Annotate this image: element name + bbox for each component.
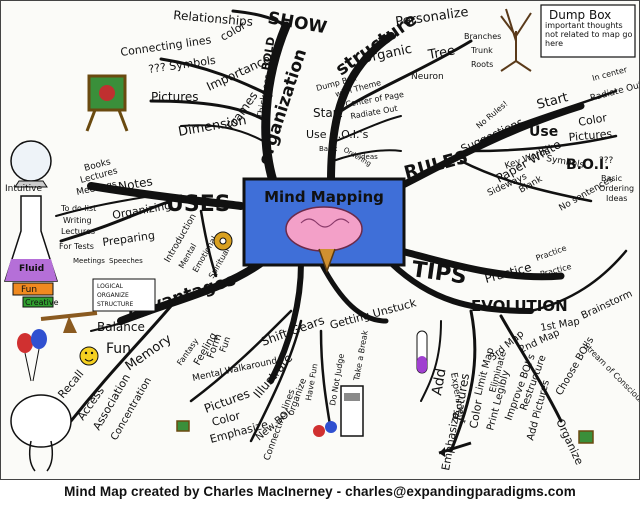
rules-item: Color [577, 111, 608, 129]
rules-item: In center [591, 65, 629, 83]
tips-item: Practice [483, 260, 533, 286]
flask-label: Fluid [19, 264, 44, 274]
show-item: Pictures [151, 90, 199, 104]
rules-item: ??? [599, 156, 614, 166]
test-tube-icon [416, 330, 428, 374]
tips-item: Emphasize [439, 410, 462, 471]
small-easel-icon [176, 420, 594, 444]
structure-item: Basic [319, 145, 338, 153]
branch-uses: USES [166, 192, 231, 217]
tips-item: Brainstorm [580, 288, 635, 321]
structure-item: Personalize [394, 5, 469, 30]
flask-icon [3, 195, 59, 308]
uses-item: Lectures [61, 227, 95, 236]
advantages-item: ORGANIZE [97, 292, 129, 299]
advantages-item: LOGICAL [97, 283, 124, 290]
structure-item: Roots [471, 60, 493, 69]
structure-item: Start [313, 106, 343, 120]
easel-icon [85, 74, 129, 132]
branch-evolution: EVOLUTION [471, 297, 568, 315]
branch-rules: RULES [402, 147, 470, 184]
flask-label: Fun [21, 285, 37, 295]
tips-item: 2nd Map [518, 327, 562, 355]
balloons-small-icon [313, 421, 337, 437]
structure-item: Branches [464, 32, 501, 41]
tips-item: Choose BOI's [554, 335, 596, 397]
mind-map-drawing: Mind Mapping SHOW organization structure… [3, 4, 640, 472]
uses-item: Introduction [163, 212, 199, 264]
show-items: Relationships Connecting lines ??? Symbo… [120, 8, 278, 140]
advantages-item: Balance [97, 320, 145, 334]
advantages-item: Recall [55, 367, 86, 401]
caption: Mind Map created by Charles MacInerney -… [64, 484, 576, 499]
uses-item: Preparing [102, 229, 156, 249]
central-image: Mind Mapping [242, 177, 406, 274]
branch-lines [55, 9, 628, 453]
brain-icon [285, 206, 363, 252]
elephant-icon [10, 394, 72, 472]
tips-item: Practice [535, 243, 568, 262]
tips-item: 1st Map [540, 316, 581, 334]
show-item: BOLD [259, 36, 278, 72]
intuitive-label: Intuitive [5, 184, 42, 194]
structure-item: Ideas [359, 153, 378, 161]
guillotine-icon [340, 385, 364, 437]
uses-item: Speeches [109, 257, 143, 265]
uses-item: For Tests [59, 242, 94, 251]
balance-scale-icon [40, 311, 98, 333]
flask-label: Creative [25, 298, 59, 307]
gears-item: Getting Unstuck [328, 296, 418, 332]
pencil-icon [438, 441, 472, 457]
dump-box-title: Dump Box [549, 8, 611, 22]
rules-item: Pictures [568, 127, 613, 144]
rules-item: Ideas [606, 194, 627, 203]
structure-item: Use B.O.I.'s [306, 128, 369, 141]
gear-icon [213, 231, 233, 251]
rules-item: Radiate Out [589, 80, 639, 104]
structure-item: Tree [426, 43, 456, 63]
structure-item: Trunk [470, 46, 493, 55]
uses-items: Notes Books Lectures Meetings Organizing… [59, 157, 231, 280]
smiley-icon [79, 346, 99, 366]
show-item: ??? Symbols [148, 54, 217, 76]
tips-item: Add [429, 367, 449, 396]
uses-item: Meetings [73, 257, 105, 265]
rules-item: Ordering [599, 184, 634, 193]
uses-item: To do list [60, 204, 96, 213]
tree-icon [500, 8, 532, 72]
tips-item: Print Legibly [485, 369, 512, 432]
mind-map-canvas: Mind Mapping SHOW organization structure… [0, 0, 640, 480]
branch-show: SHOW [266, 8, 328, 38]
crystal-ball-icon [10, 140, 52, 188]
uses-item: Writing [63, 216, 92, 225]
brain-stem-icon [318, 248, 336, 274]
center-title: Mind Mapping [264, 188, 384, 206]
structure-item: Neuron [411, 72, 444, 82]
dump-box-text: important thoughts not related to map go… [545, 21, 633, 48]
rules-item: Basic [601, 174, 622, 183]
gears-item: Take a Break [352, 329, 370, 382]
balloons-icon [17, 329, 47, 382]
tips-item: Color [467, 399, 485, 430]
advantages-item: STRUCTURE [97, 301, 133, 308]
show-item: Relationships [173, 8, 254, 29]
gears-item: Have Fun [304, 363, 319, 401]
rules-item: Use [529, 124, 558, 140]
rules-item: B.O.I. [566, 157, 609, 173]
uses-item: Notes [117, 174, 154, 194]
tips-item: Stream of Consciousness [582, 341, 639, 418]
advantages-item: Fun [106, 341, 131, 357]
dump-box: Dump Box important thoughts not related … [540, 4, 636, 58]
